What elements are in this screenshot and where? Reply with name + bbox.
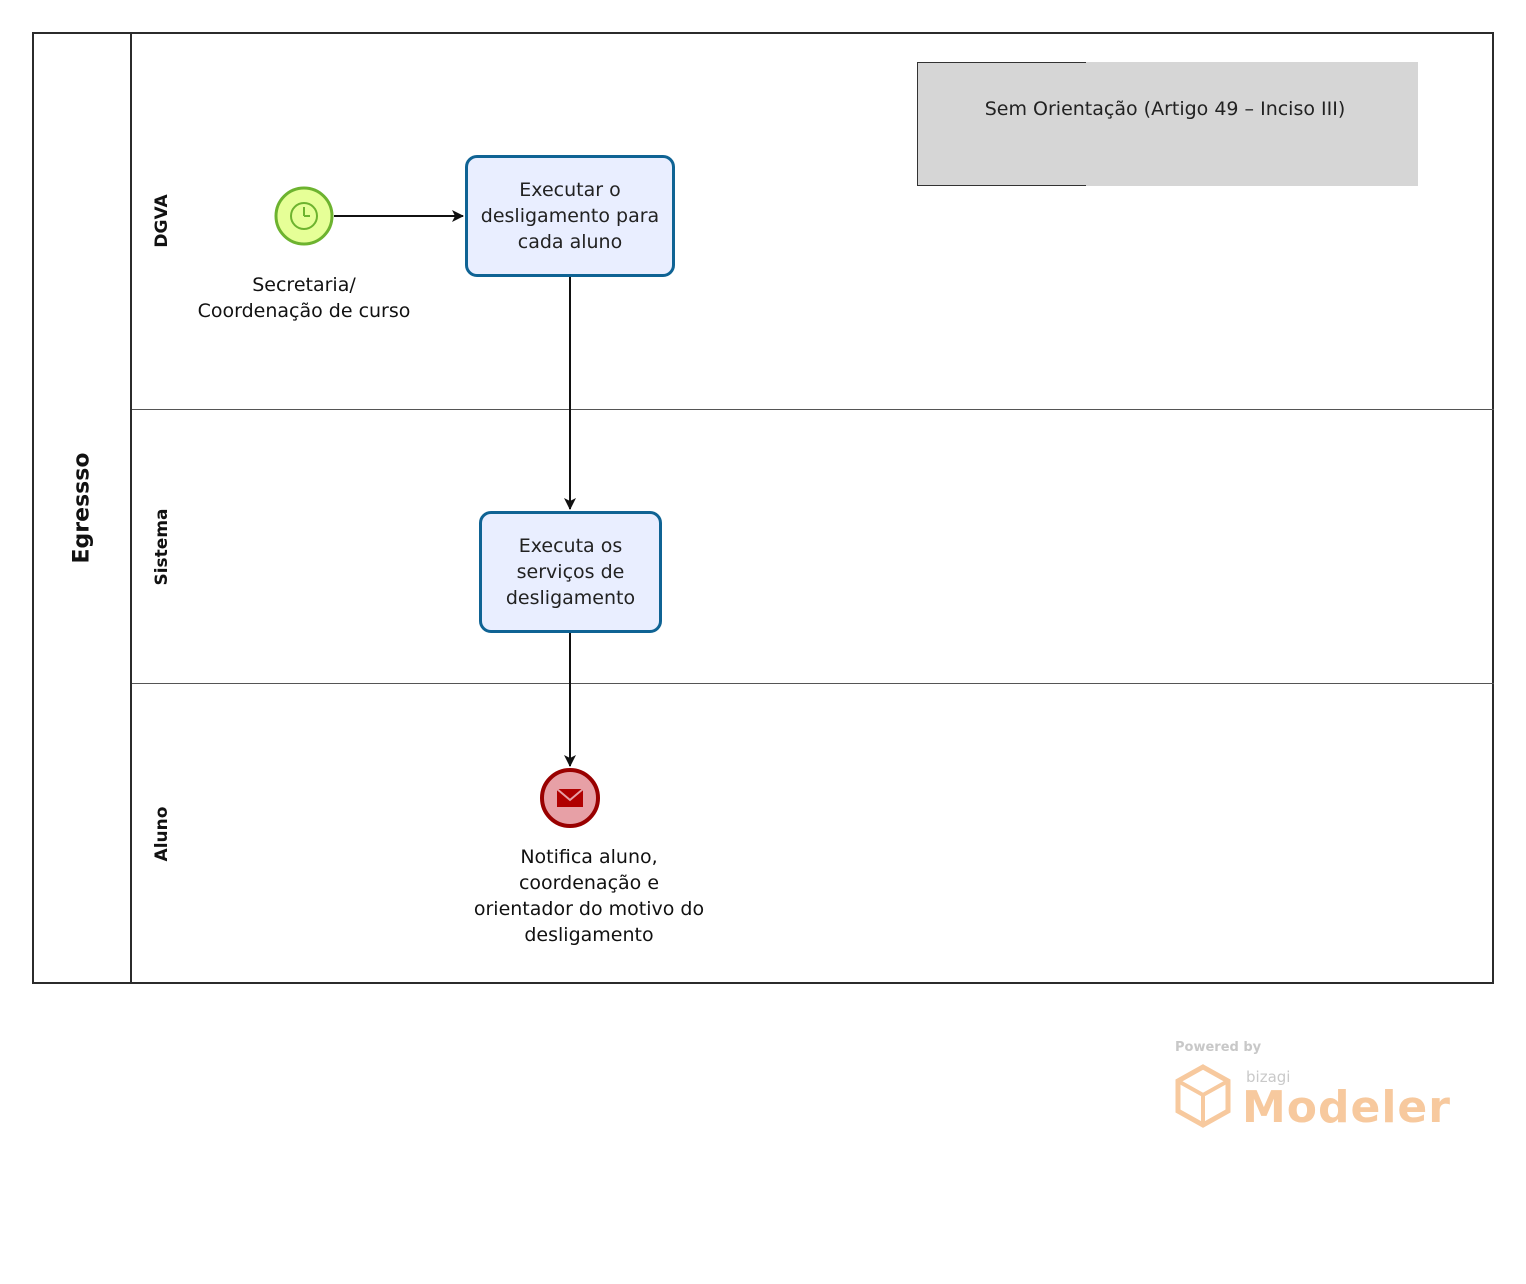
text-annotation[interactable] [917, 62, 1418, 186]
annotation-bracket [917, 62, 1086, 186]
task-label: Executar o desligamento para cada aluno [480, 179, 660, 253]
lane-divider [132, 683, 1494, 684]
end-event-label-line: coordenação e [518, 872, 660, 894]
task-executa-servicos[interactable]: Executa os serviços de desligamento [479, 511, 662, 633]
annotation-text: Sem Orientação (Artigo 49 – Inciso III) [984, 98, 1346, 120]
task-executar-desligamento[interactable]: Executar o desligamento para cada aluno [465, 155, 675, 277]
watermark-brand: bizagi [1246, 1068, 1291, 1086]
end-event-label-line: Notifica aluno, [520, 846, 658, 868]
clock-icon [290, 202, 318, 230]
watermark-product: Modeler [1242, 1082, 1451, 1133]
start-event-label-line: Secretaria/ [252, 274, 356, 296]
watermark-powered-by: Powered by [1175, 1040, 1262, 1055]
end-event-label-line: orientador do motivo do [473, 898, 705, 920]
envelope-icon [556, 788, 584, 807]
pool-header [32, 32, 132, 984]
lane-divider [132, 409, 1494, 410]
end-event-label-line: desligamento [524, 924, 654, 946]
pool [32, 32, 1494, 984]
start-event-label-line: Coordenação de curso [197, 300, 411, 322]
message-end-event[interactable] [539, 767, 601, 829]
bizagi-logo-icon [1175, 1064, 1231, 1128]
task-label: Executa os serviços de desligamento [505, 535, 636, 609]
timer-start-event[interactable] [273, 186, 335, 248]
start-event-label: Secretaria/ Coordenação de curso [184, 272, 424, 324]
end-event-label: Notifica aluno, coordenação e orientador… [464, 844, 714, 948]
